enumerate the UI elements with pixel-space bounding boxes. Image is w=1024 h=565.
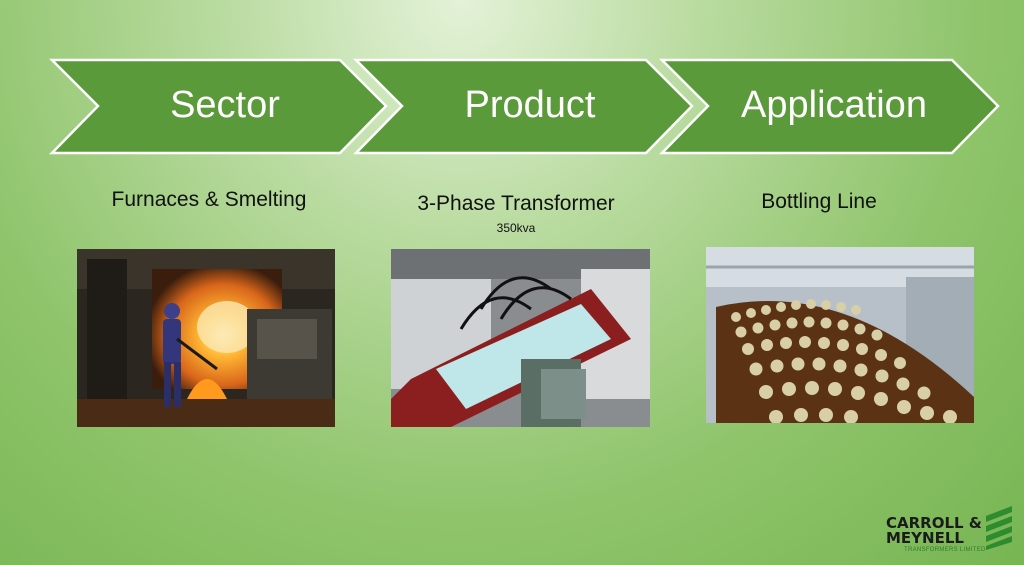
logo-text-line2: MEYNELL	[886, 529, 964, 547]
chevron-label-application: Application	[741, 84, 927, 126]
logo-tagline: TRANSFORMERS LIMITED	[904, 547, 986, 553]
process-chevrons	[48, 58, 1000, 155]
chevron-product	[352, 58, 694, 155]
chevron-sector	[48, 58, 388, 155]
caption-bottling: Bottling Line	[761, 190, 877, 213]
subcaption-rating: 350kva	[496, 221, 536, 235]
transformer-photo	[391, 249, 650, 427]
company-logo: CARROLL & MEYNELL TRANSFORMERS LIMITED	[878, 498, 1018, 556]
chevron-application	[658, 58, 1000, 155]
furnace-smelting-photo	[77, 249, 335, 427]
chevron-label-product: Product	[464, 84, 596, 126]
caption-furnaces: Furnaces & Smelting	[111, 188, 307, 211]
logo-text-line1: CARROLL &	[886, 514, 982, 532]
logo-stripes-icon	[986, 506, 1012, 550]
chevron-label-sector: Sector	[170, 84, 280, 126]
bottling-line-photo	[706, 247, 974, 423]
caption-transformer: 3-Phase Transformer	[417, 192, 615, 215]
